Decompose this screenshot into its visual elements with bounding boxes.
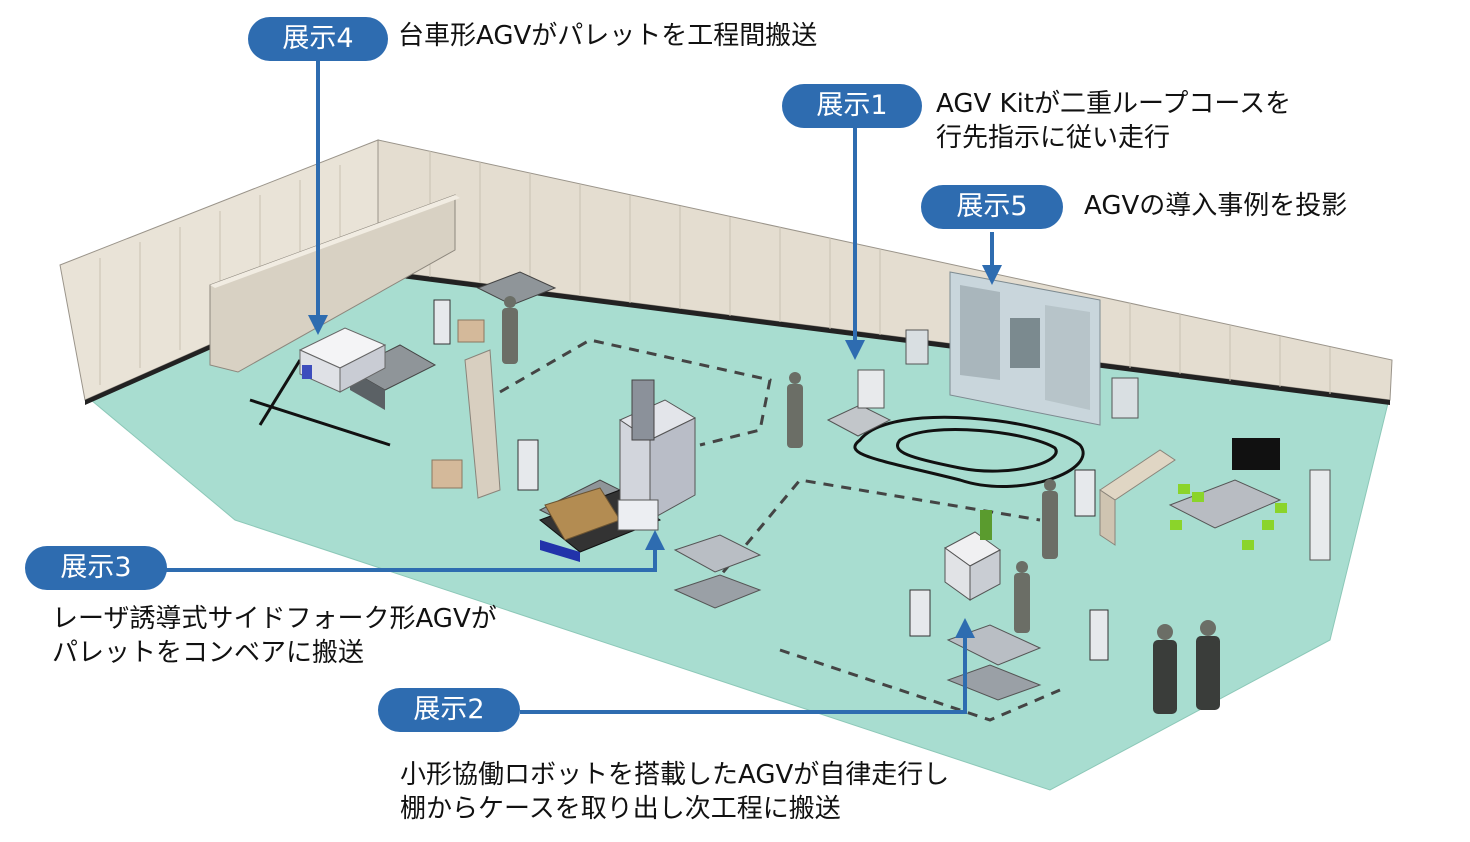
side-fork-agv	[539, 379, 697, 562]
exhibit3-description-line: レーザ誘導式サイドフォーク形AGVが	[52, 604, 497, 634]
callout-lines	[165, 60, 1002, 714]
projection-screen	[949, 271, 1101, 426]
cardboard-box	[457, 319, 485, 343]
exhibit4-badge: 展示4	[248, 17, 388, 61]
person-figure	[502, 296, 1220, 714]
partition-wall-top	[210, 195, 460, 288]
exhibit2-description: 小形協働ロボットを搭載したAGVが自律走行し 棚からケースを取り出し次工程に搬送	[400, 758, 949, 826]
cobot-agv	[944, 510, 1001, 601]
agv-kit	[826, 369, 892, 437]
exhibit1-description-line: 行先指示に従い走行	[936, 123, 1171, 153]
cart-agv	[298, 327, 387, 393]
exhibit5-description: AGVの導入事例を投影	[1084, 189, 1347, 223]
leader-line-e3	[165, 530, 665, 572]
easel-board	[433, 299, 1109, 661]
exhibit5-description-line: AGVの導入事例を投影	[1084, 191, 1348, 221]
exhibit2-description-line: 棚からケースを取り出し次工程に搬送	[400, 794, 841, 824]
leader-line-e2	[520, 618, 975, 714]
exhibit1-description-line: AGV Kitが二重ループコースを	[936, 89, 1292, 119]
wall-frame	[1111, 377, 1139, 419]
exhibit4-description: 台車形AGVがパレットを工程間搬送	[398, 19, 817, 53]
shelf	[673, 534, 1042, 701]
exhibit3-description: レーザ誘導式サイドフォーク形AGVが パレットをコンベアに搬送	[52, 602, 497, 670]
exhibit3-badge: 展示3	[25, 546, 167, 590]
floor-tape	[249, 359, 1085, 489]
exhibit5-badge: 展示5	[921, 185, 1063, 229]
exhibit3-description-line: パレットをコンベアに搬送	[52, 638, 365, 668]
exhibit2-badge: 展示2	[378, 688, 520, 732]
exhibit1-badge: 展示1	[782, 84, 922, 128]
exhibit1-description: AGV Kitが二重ループコースを 行先指示に従い走行	[936, 87, 1291, 155]
cardboard-box	[431, 459, 463, 489]
meeting-area	[1099, 438, 1331, 561]
exhibit2-description-line: 小形協働ロボットを搭載したAGVが自律走行し	[400, 760, 950, 790]
exhibit4-description-line: 台車形AGVがパレットを工程間搬送	[398, 21, 818, 51]
pillar	[464, 349, 501, 499]
wall-frame	[905, 329, 929, 365]
agv-route-dashed	[499, 338, 1061, 722]
